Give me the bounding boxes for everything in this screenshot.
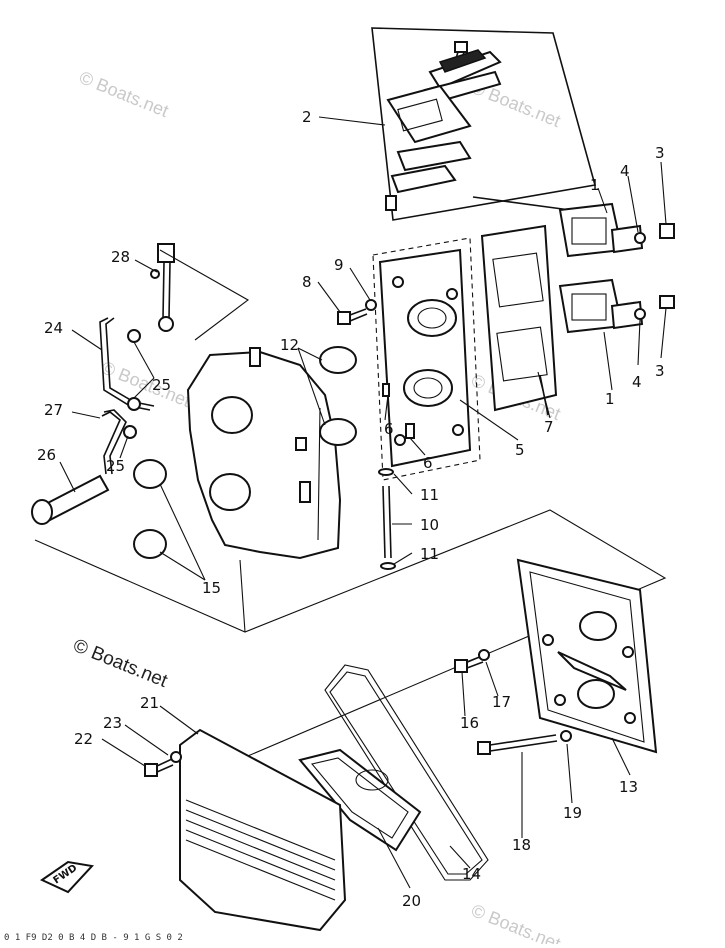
callout-11-upper: 11 xyxy=(420,486,439,504)
callout-26: 26 xyxy=(37,446,56,464)
callout-20: 20 xyxy=(402,892,421,910)
fwd-arrow: FWD xyxy=(39,860,94,894)
callout-8: 8 xyxy=(302,273,312,291)
clip-25-b xyxy=(127,397,141,411)
callout-16: 16 xyxy=(460,714,479,732)
leader-lines xyxy=(59,116,667,889)
hose-27 xyxy=(101,409,127,475)
reed-valve-upper xyxy=(558,202,675,258)
callout-17: 17 xyxy=(492,693,511,711)
o-ring-12-lower xyxy=(319,418,357,446)
o-ring-12-upper xyxy=(319,346,357,374)
cover-plate-20 xyxy=(298,748,422,852)
callout-5: 5 xyxy=(515,441,525,459)
footer-code: 0 1 F9 D2 0 B 4 D B - 9 1 G S 0 2 xyxy=(4,933,183,943)
callout-3-upper: 3 xyxy=(655,144,665,162)
pin-6-upper xyxy=(382,383,390,397)
gasket-14-inner xyxy=(329,671,483,875)
callout-3-lower: 3 xyxy=(655,362,665,380)
callout-6-lower: 6 xyxy=(423,454,433,472)
cylinder-block xyxy=(186,347,342,560)
callout-18: 18 xyxy=(512,836,531,854)
callout-15: 15 xyxy=(202,579,221,597)
callout-22: 22 xyxy=(74,730,93,748)
callout-19: 19 xyxy=(563,804,582,822)
o-ring-15-lower xyxy=(133,529,167,559)
callout-25-lower: 25 xyxy=(106,457,125,475)
manifold-gasket xyxy=(480,224,558,416)
rod-10 xyxy=(378,468,396,570)
callout-4-lower: 4 xyxy=(632,373,642,391)
watermark-3: © Boats.net xyxy=(99,357,194,411)
reed-valve-box xyxy=(371,27,597,221)
block-frame xyxy=(34,509,667,771)
callout-23: 23 xyxy=(103,714,122,732)
cylinder-head xyxy=(516,558,658,754)
callout-1-lower: 1 xyxy=(605,390,615,408)
linkage-frame xyxy=(159,249,249,341)
callout-11-lower: 11 xyxy=(420,545,439,563)
callout-2: 2 xyxy=(302,108,312,126)
pin-6-lower xyxy=(405,423,415,439)
bolt-22 xyxy=(144,751,182,777)
callout-27: 27 xyxy=(44,401,63,419)
callout-1-upper: 1 xyxy=(590,176,600,194)
clip-25-c xyxy=(123,425,137,439)
gasket-14 xyxy=(324,664,489,881)
block-frame-riser xyxy=(239,559,246,633)
callout-13: 13 xyxy=(619,778,638,796)
callout-24: 24 xyxy=(44,319,63,337)
callout-14: 14 xyxy=(462,865,481,883)
callout-28: 28 xyxy=(111,248,130,266)
bolt-16 xyxy=(454,649,490,673)
callouts: 2 1 4 3 1 4 3 5 7 6 6 8 9 12 11 10 11 28… xyxy=(37,108,665,910)
o-ring-15-upper xyxy=(133,459,167,489)
callout-7: 7 xyxy=(544,418,554,436)
bolt-18 xyxy=(477,730,572,755)
intake-manifold-group xyxy=(372,237,481,481)
bolt-8 xyxy=(337,299,377,325)
watermark-1: © Boats.net xyxy=(77,67,172,121)
drain-plug-26 xyxy=(31,474,110,525)
watermark-5: © Boats.net xyxy=(469,900,564,944)
clip-25-a xyxy=(127,329,141,343)
reed-valve-lower xyxy=(558,278,675,334)
linkage-28 xyxy=(150,243,175,332)
callout-4-upper: 4 xyxy=(620,162,630,180)
callout-10: 10 xyxy=(420,516,439,534)
callout-12: 12 xyxy=(280,336,299,354)
head-cover-21 xyxy=(179,728,347,932)
callout-25-upper: 25 xyxy=(152,376,171,394)
callout-6-upper: 6 xyxy=(384,420,394,438)
callout-9: 9 xyxy=(334,256,344,274)
callout-21: 21 xyxy=(140,694,159,712)
watermark-main: © Boats.net xyxy=(70,635,171,692)
